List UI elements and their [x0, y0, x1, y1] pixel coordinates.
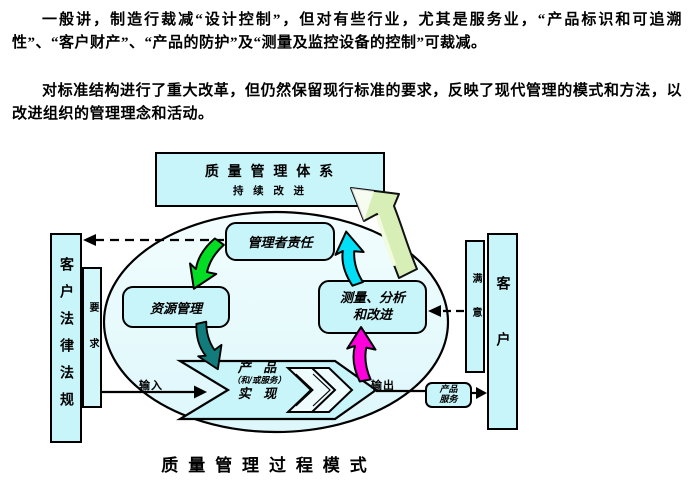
product-service-line2: 服务: [439, 395, 458, 405]
measurement-analysis-line1: 测量、分析: [339, 291, 405, 306]
customer-delivery-arrow: [472, 387, 487, 399]
arrow-measurement-to-management: [334, 230, 365, 287]
product-line3: 实 现: [237, 387, 281, 402]
qms-box: 质 量 管 理 体 系 持 续 改 进: [155, 152, 385, 207]
customer-laws-label: 客户法律法规: [58, 257, 74, 419]
feedback-dashed-arrow-left: [83, 234, 224, 246]
product-realization-text: 产 品 （和/或服务） 实 现: [197, 361, 321, 403]
arrow-product-to-measurement: [346, 326, 377, 383]
product-service-line1: 产品: [439, 385, 458, 395]
measurement-analysis-box: 测量、分析 和改进: [318, 280, 427, 334]
output-label: 输出: [371, 379, 395, 392]
satisfaction-label: 满意: [470, 272, 481, 341]
requirements-label: 要求: [87, 301, 98, 374]
product-line1: 产 品: [237, 361, 281, 376]
satisfaction-box: 满意: [465, 240, 485, 373]
customer-laws-box: 客户法律法规: [50, 233, 82, 443]
paragraph-1: 一般讲，制造行裁减“设计控制”，但对有些行业，尤其是服务业，“产品标识和可追溯性…: [12, 12, 682, 51]
management-responsibility-box: 管理者责任: [225, 222, 335, 261]
qms-subtitle: 持 续 改 进: [233, 185, 307, 197]
requirements-box: 要求: [82, 267, 102, 408]
customer-label: 客户: [494, 275, 511, 388]
paragraph-2: 对标准结构进行了重大改革，但仍然保留现行标准的要求，反映了现代管理的模式和方法，…: [12, 83, 682, 122]
product-service-box: 产品 服务: [425, 382, 472, 408]
qms-title: 质 量 管 理 体 系: [204, 164, 336, 180]
product-line2: （和/或服务）: [231, 376, 287, 386]
resource-management-box: 资源管理: [122, 286, 230, 328]
diagram-caption: 质 量 管 理 过 程 模 式: [161, 456, 369, 476]
measurement-analysis-line2: 和改进: [352, 308, 392, 323]
input-label: 输入: [139, 379, 163, 392]
satisfaction-dashed-arrow: [428, 305, 464, 317]
customer-box: 客户: [487, 233, 518, 430]
